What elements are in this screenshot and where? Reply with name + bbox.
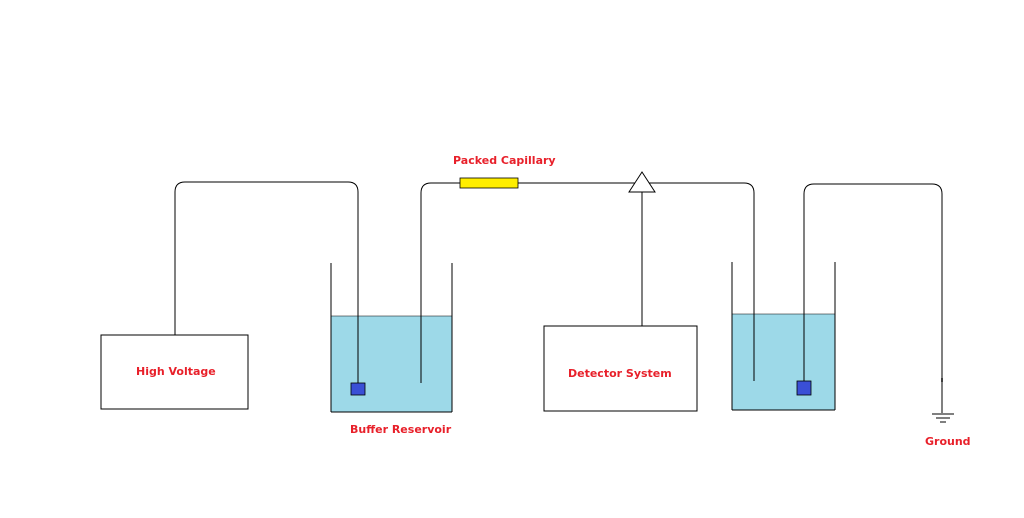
wire-right-electrode-to-ground	[803, 183, 943, 413]
wire-capillary-inlet	[420, 182, 460, 383]
buffer-reservoir-label: Buffer Reservoir	[350, 423, 452, 436]
triangle-detector-icon	[628, 171, 656, 193]
wire-hv-to-left-electrode	[174, 181, 359, 386]
electrode-left	[350, 382, 366, 396]
detector-system-box	[543, 325, 698, 412]
ground-label: Ground	[925, 435, 971, 448]
wire-capillary-outlet	[518, 182, 755, 381]
buffer-reservoir-right	[731, 262, 836, 411]
high-voltage-box	[100, 334, 249, 410]
electrode-right	[796, 380, 812, 396]
buffer-reservoir-left	[330, 263, 453, 413]
detector-system-label: Detector System	[568, 367, 672, 380]
packed-capillary-label: Packed Capillary	[453, 154, 556, 167]
ground-icon	[932, 413, 954, 423]
high-voltage-label: High Voltage	[136, 365, 216, 378]
packed-capillary	[459, 177, 519, 189]
